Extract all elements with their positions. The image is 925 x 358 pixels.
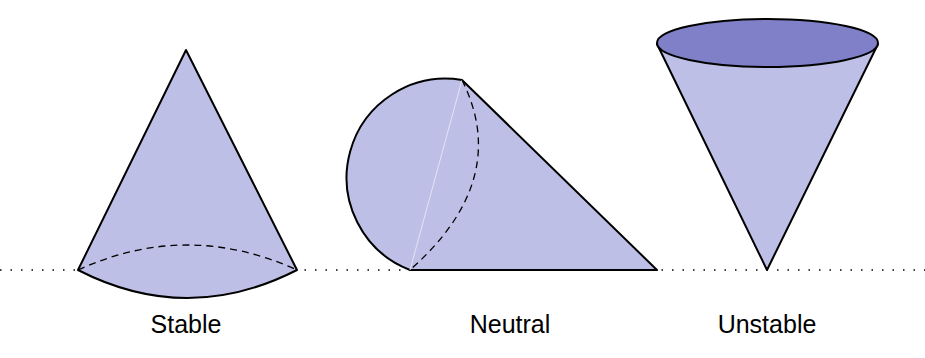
neutral-cone [347,79,657,270]
stable-cone [78,50,297,298]
base-chord [410,80,462,270]
cone-body [657,44,878,270]
cone-base [657,19,878,67]
hidden-base-edge [410,80,478,270]
cone-caption: Unstable [718,310,817,339]
cone-body [78,50,297,298]
cone-caption: Stable [151,310,222,339]
cone-caption: Neutral [470,310,551,339]
unstable-cone [657,19,878,270]
hidden-base-edge [78,245,297,270]
cone-body [347,79,657,270]
